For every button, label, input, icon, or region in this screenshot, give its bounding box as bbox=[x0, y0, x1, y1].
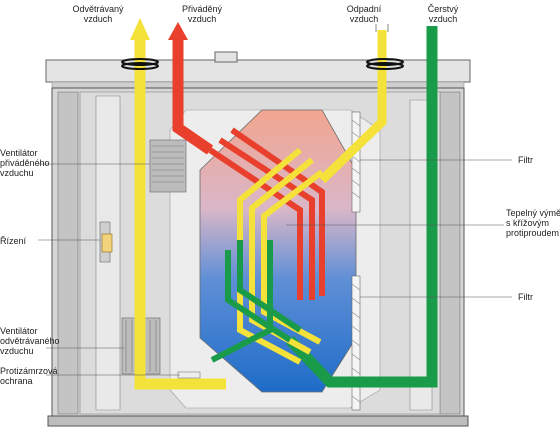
unit-lid bbox=[46, 52, 470, 88]
label-control: Řízení bbox=[0, 236, 26, 246]
supply-fan-icon bbox=[150, 140, 186, 192]
label-extract-air: Odpadní vzduch bbox=[338, 4, 390, 24]
control-unit-icon bbox=[100, 222, 112, 262]
label-filter-bottom: Filtr bbox=[518, 292, 533, 302]
label-exhaust-fan: Ventilátor odvětrávaného vzduchu bbox=[0, 326, 60, 356]
label-supply-air: Přiváděný vzduch bbox=[174, 4, 230, 24]
frost-protection-icon bbox=[178, 372, 200, 378]
label-supply-fan: Ventilátor přiváděného vzduchu bbox=[0, 148, 50, 178]
label-exhaust-air: Odvětrávaný vzduch bbox=[70, 4, 126, 24]
label-filter-top: Filtr bbox=[518, 155, 533, 165]
filter-top-icon bbox=[352, 112, 360, 212]
filter-bottom-icon bbox=[352, 276, 360, 410]
supply-arrow-icon bbox=[168, 22, 188, 40]
label-fresh-air: Čerstvý vzduch bbox=[418, 4, 468, 24]
exhaust-arrow-icon bbox=[130, 18, 150, 40]
label-heat-exchanger: Tepelný výměník s křížovým protiproudem bbox=[506, 208, 560, 238]
label-frost-protection: Protizámrzová ochrana bbox=[0, 366, 58, 386]
